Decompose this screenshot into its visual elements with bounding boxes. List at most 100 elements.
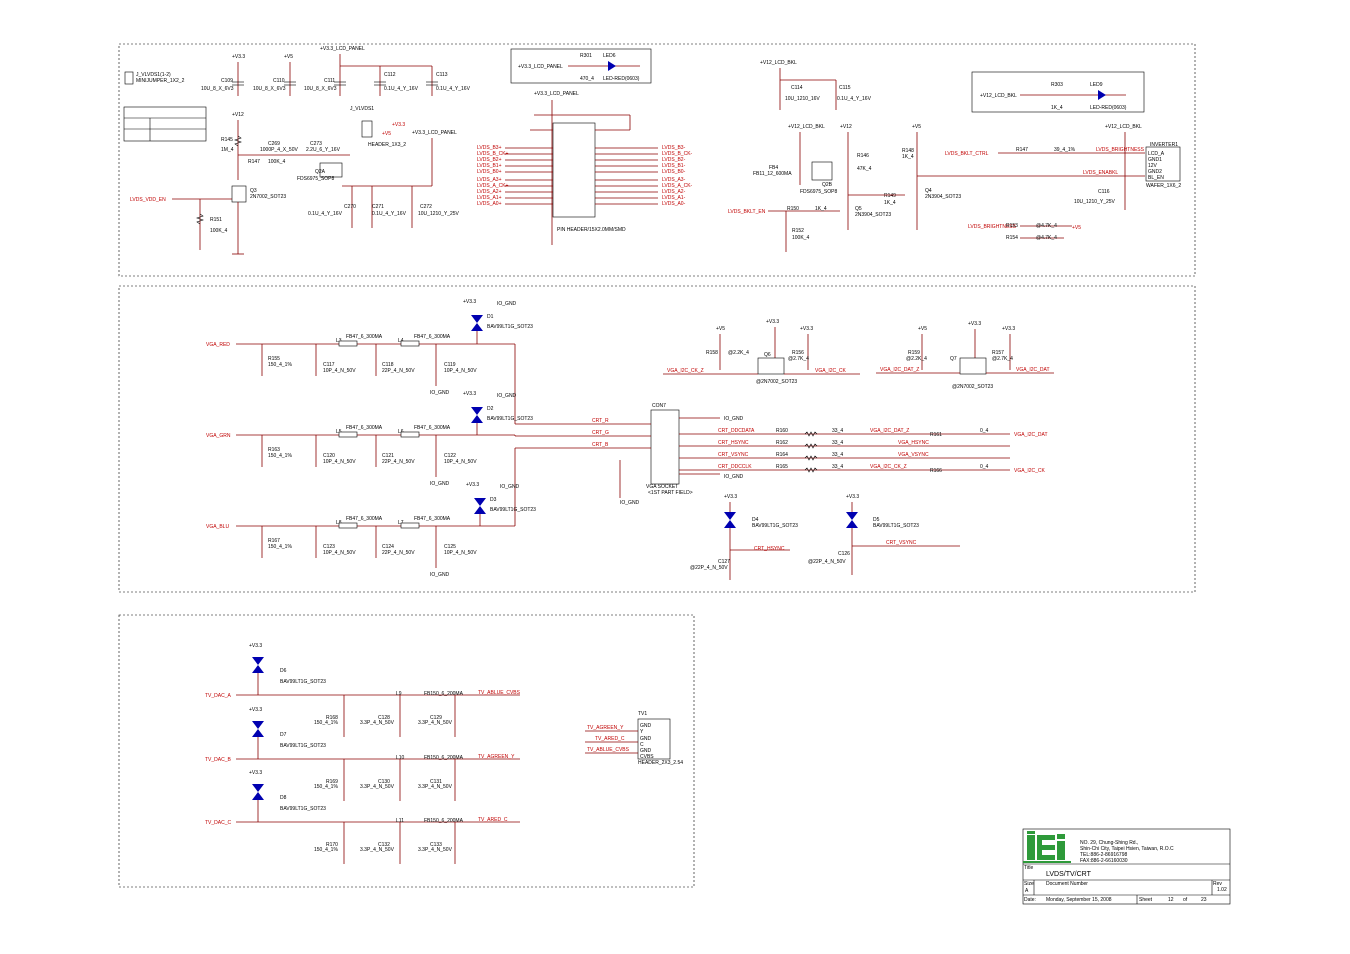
vga-d-ref-2: D3 bbox=[490, 497, 497, 503]
tv-header-part: HEADER_2X3_2.54 bbox=[638, 760, 683, 766]
tv-l-2: L11 bbox=[396, 818, 404, 824]
right-signal-7: LVDS_A2- bbox=[662, 189, 686, 195]
ddc-v2-0: 0_4 bbox=[980, 428, 989, 434]
left-signal-3: LVDS_B1+ bbox=[477, 163, 502, 169]
tv-in-0: TV_DAC_A bbox=[205, 693, 232, 699]
vga-c2v-0: 22P_4_N_50V bbox=[382, 368, 415, 374]
tv-d-part-0: BAV99LT1G_SOT23 bbox=[280, 679, 326, 685]
right-signal-3: LVDS_B1- bbox=[662, 163, 686, 169]
vga-c2v-2: 22P_4_N_50V bbox=[382, 550, 415, 556]
inverter-ref: INVERTER1 bbox=[1150, 142, 1178, 148]
vga-d-ref-1: D2 bbox=[487, 406, 494, 412]
q6-rail-v5: +V5 bbox=[716, 326, 725, 332]
left-signal-5: LVDS_A3+ bbox=[477, 177, 502, 183]
lvds-right-signals: LVDS_B3-LVDS_B_CK-LVDS_B2-LVDS_B1-LVDS_B… bbox=[595, 145, 693, 207]
vga-fb1r-0 bbox=[338, 340, 358, 347]
led2-rval: 1K_4 bbox=[1051, 105, 1063, 111]
tv-d-ref-1: D7 bbox=[280, 732, 287, 738]
vga-fb1v-1: FB47_6_300MA bbox=[346, 425, 383, 431]
q6-rail-v33: +V3.3 bbox=[766, 319, 779, 325]
c273-ref: C273 bbox=[310, 141, 322, 147]
q7-group: +V5 +V3.3 +V3.3 R159 @2.2K_4 R157 @2.7K_… bbox=[876, 321, 1054, 390]
tv-lv-0: FB150_6_200MA bbox=[424, 691, 464, 697]
rail-v33: +V3.3 bbox=[232, 54, 245, 60]
tv-lv-1: FB150_6_200MA bbox=[424, 755, 464, 761]
c270-val: 0.1U_4_Y_16V bbox=[308, 211, 343, 217]
r154-val: @4.7K_4 bbox=[1036, 235, 1057, 241]
bkl-rail: +V12_LCD_BKL bbox=[760, 60, 797, 66]
company-line2: Shin-Chi City, Taipei Hsien, Taiwan, R.O… bbox=[1080, 846, 1174, 852]
c114-val: 10U_1210_16V bbox=[785, 96, 820, 102]
lvds-section-box bbox=[118, 43, 1196, 277]
ddc-out-0: VGA_I2C_DAT_Z bbox=[870, 428, 909, 434]
c110-val: 10U_8_X_6V3 bbox=[253, 86, 286, 92]
ddc-v-0: 33_4 bbox=[832, 428, 843, 434]
right-signal-0: LVDS_B3- bbox=[662, 145, 686, 151]
ddc-r-3: R165 bbox=[776, 464, 788, 470]
tv-header-ref: TV1 bbox=[638, 711, 647, 717]
header-ref: J_VLVDS1 bbox=[350, 106, 374, 112]
vga-r-1: R163 bbox=[268, 447, 280, 453]
q7-rail-v5: +V5 bbox=[918, 326, 927, 332]
q6-group: +V5 +V3.3 +V3.3 R158 @2.2K_4 R156 @2.7K_… bbox=[663, 319, 860, 385]
r147b-val: 39_4_1% bbox=[1054, 147, 1076, 153]
vga-filter-group: VGA_REDR155150_4_1%C11710P_4_N_50VL3FB47… bbox=[206, 299, 536, 578]
vga-in-1: VGA_GRN bbox=[206, 433, 231, 439]
io-gnd-bot: IO_GND bbox=[724, 474, 744, 480]
vga-fb1v-0: FB47_6_300MA bbox=[346, 334, 383, 340]
rail-v12: +V12 bbox=[232, 112, 244, 118]
crt-g-label: CRT_G bbox=[592, 430, 609, 436]
c127-ref: C127 bbox=[718, 559, 730, 565]
net-brightness-2: LVDS_BRIGHTNESS bbox=[968, 224, 1017, 230]
company-line1: NO. 29, Chung-Shing Rd., bbox=[1080, 840, 1138, 846]
net-bklt-ctrl: LVDS_BKLT_CTRL bbox=[945, 151, 989, 157]
tv-h-net1: TV_AGREEN_Y bbox=[587, 725, 624, 731]
q6-out: VGA_I2C_CK bbox=[815, 368, 847, 374]
vga-c1v-2: 10P_4_N_50V bbox=[323, 550, 356, 556]
rev-value: 1.02 bbox=[1217, 887, 1227, 893]
c115-ref: C115 bbox=[839, 85, 851, 91]
left-signal-1: LVDS_B_CK+ bbox=[477, 151, 509, 157]
r158-ref: R158 bbox=[706, 350, 718, 356]
vga-section-box bbox=[118, 285, 1196, 593]
q2b-ref: Q2B bbox=[822, 182, 833, 188]
ddc-r-1: R162 bbox=[776, 440, 788, 446]
vga-gnd-0: IO_GND bbox=[430, 390, 450, 396]
r154-ref: R154 bbox=[1006, 235, 1018, 241]
vga-d-tri-2 bbox=[474, 498, 486, 506]
ddc-v-2: 33_4 bbox=[832, 452, 843, 458]
vga-d-tri-1 bbox=[471, 407, 483, 415]
company-line4: FAX:886-2-66160030 bbox=[1080, 858, 1128, 864]
vga-conn-note: <1ST PART FIELD> bbox=[648, 490, 693, 496]
tv-d-tri-2 bbox=[252, 784, 264, 792]
led2-ref: LED9 bbox=[1090, 82, 1103, 88]
ddc-net-1: CRT_HSYNC bbox=[718, 440, 749, 446]
ddc-out-3: VGA_I2C_CK_Z bbox=[870, 464, 907, 470]
tv-c1v-0: 3.3P_4_N_50V bbox=[360, 720, 395, 726]
ddc-net-2: CRT_VSYNC bbox=[718, 452, 749, 458]
tv-d-rail-0: +V3.3 bbox=[249, 643, 262, 649]
vga-fb1r-2 bbox=[338, 522, 358, 529]
vga-d-rail-2: +V3.3 bbox=[466, 482, 479, 488]
jumper-ref: J_VLVDS1(1-2) bbox=[136, 72, 171, 78]
ddc-net-0: CRT_DDCDATA bbox=[718, 428, 755, 434]
panel-rail-2: +V3.3_LCD_PANEL bbox=[412, 130, 457, 136]
tv-d-part-2: BAV99LT1G_SOT23 bbox=[280, 806, 326, 812]
r145-val: 1M_4 bbox=[221, 147, 234, 153]
c112-ref: C112 bbox=[384, 72, 396, 78]
vga-rv-2: 150_4_1% bbox=[268, 544, 292, 550]
fb4-val: FB11_12_600MA bbox=[753, 171, 792, 177]
tv-c1-0: C128 bbox=[378, 715, 390, 721]
tv-c2-0: C129 bbox=[430, 715, 442, 721]
c271-ref: C271 bbox=[372, 204, 384, 210]
header-part: HEADER_1X3_2 bbox=[368, 142, 406, 148]
size-value: A bbox=[1025, 888, 1029, 894]
vga-d-gnd-2: IO_GND bbox=[500, 484, 520, 490]
tv-d-tri2-0 bbox=[252, 665, 264, 673]
net-brightness: LVDS_BRIGHTNESS bbox=[1096, 147, 1145, 153]
vga-d-rail-1: +V3.3 bbox=[463, 391, 476, 397]
r151-val: 100K_4 bbox=[210, 228, 227, 234]
ddc-r2-3: R166 bbox=[930, 468, 942, 474]
